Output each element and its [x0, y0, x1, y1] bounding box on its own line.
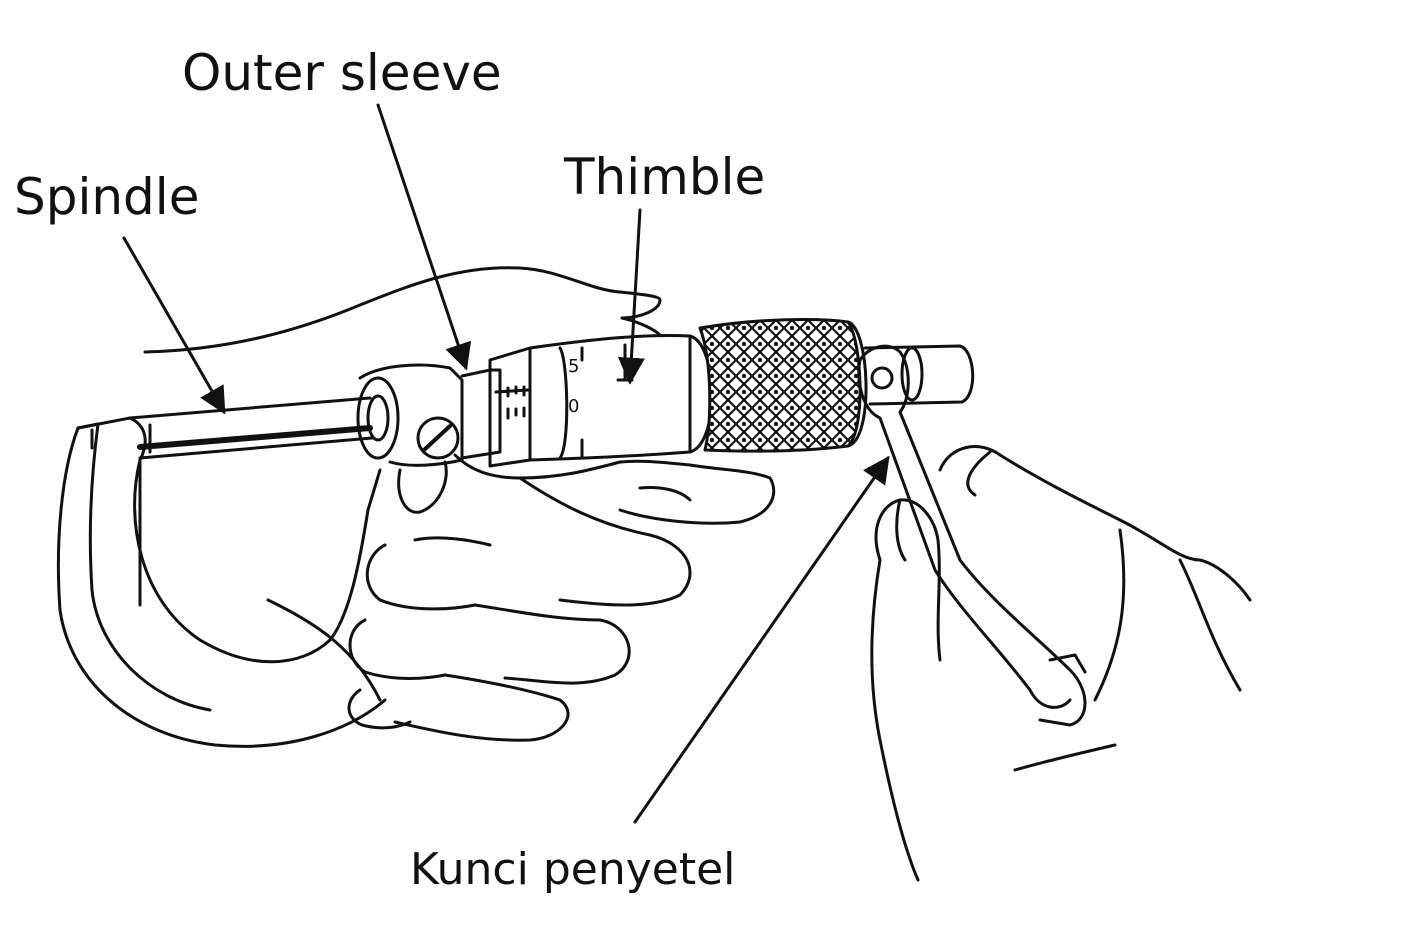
sleeve-mark-0: 0 — [568, 396, 579, 417]
leader-thimble — [617, 208, 645, 385]
ratchet-knurl — [698, 318, 868, 453]
leader-outer-sleeve — [376, 103, 472, 371]
leader-spindle — [122, 236, 226, 415]
leader-lines — [122, 103, 890, 824]
frame-boss-collar — [356, 363, 464, 514]
label-spindle: Spindle — [14, 168, 200, 226]
label-thimble: Thimble — [564, 148, 766, 206]
spindle-rod — [128, 396, 374, 460]
holding-hand-outline — [143, 266, 776, 742]
micrometer-frame — [56, 416, 387, 748]
outer-sleeve-barrel — [460, 346, 532, 468]
leader-kunci-penyetel — [633, 455, 890, 824]
label-outer-sleeve: Outer sleeve — [182, 44, 502, 102]
sleeve-mark-5: 5 — [568, 356, 579, 377]
thimble-barrel — [528, 334, 714, 462]
adjusting-hand-outline — [870, 445, 1252, 882]
label-kunci-penyetel: Kunci penyetel — [410, 844, 736, 895]
ratchet-end-cap — [863, 344, 975, 406]
